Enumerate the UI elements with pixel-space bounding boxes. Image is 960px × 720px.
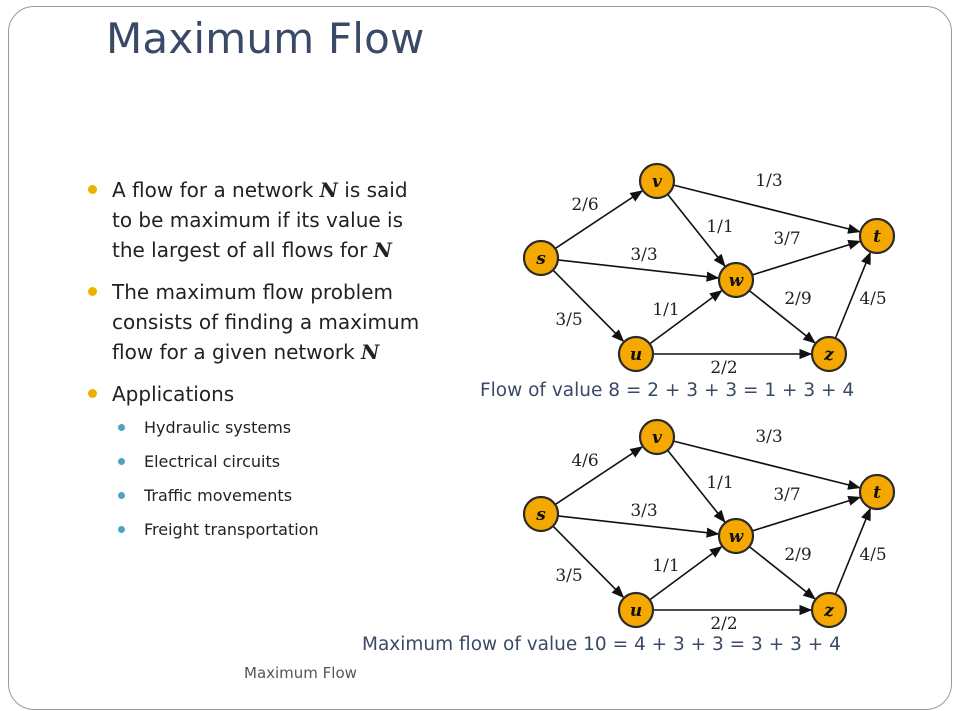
graph2-edge-vt	[673, 440, 861, 490]
graph2-node-u: u	[617, 591, 655, 629]
graph2-node-v: v	[638, 418, 676, 456]
graph2-edge-wz	[748, 545, 816, 600]
bullet-2: The maximum flow problem consists of fin…	[88, 277, 428, 367]
graph2-edge-label-uz: 2/2	[710, 614, 737, 634]
graph2-caption: Maximum flow of value 10 = 4 + 3 + 3 = 3…	[362, 634, 841, 655]
graph1-node-label-w: w	[729, 271, 745, 291]
bullet-3: Applications	[88, 379, 428, 409]
graph2-node-w: w	[717, 517, 755, 555]
graph2-edge-label-vt: 3/3	[755, 427, 782, 447]
graph2-node-label-v: v	[652, 428, 663, 448]
graph2-edge-zt	[834, 507, 871, 595]
graph2-edge-label-zt: 4/5	[859, 545, 886, 565]
graph1-edge-label-sv: 2/6	[571, 195, 598, 215]
graph2-node-z: z	[810, 591, 848, 629]
graph2-edge-label-sv: 4/6	[571, 451, 598, 471]
graph2-edge-su	[552, 525, 625, 599]
graph2-edge-label-vw: 1/1	[706, 473, 733, 493]
graph2-edge-label-uw: 1/1	[652, 556, 679, 576]
graph1-node-label-u: u	[630, 345, 642, 365]
slide-frame	[8, 6, 952, 710]
graph1-node-u: u	[617, 335, 655, 373]
bullet-dot	[88, 185, 97, 194]
application-item: Hydraulic systems	[118, 411, 428, 445]
graph1-edge-label-vw: 1/1	[706, 217, 733, 237]
bullet-dot	[88, 287, 97, 296]
sub-bullet-dot	[118, 526, 125, 533]
graph1-edge-zt	[834, 251, 871, 339]
graph1-edge-label-su: 3/5	[555, 310, 582, 330]
graph2-node-label-u: u	[630, 601, 642, 621]
graph1-node-label-z: z	[823, 345, 834, 365]
graph1-edge-vw	[666, 193, 726, 267]
graph2-edge-uw	[649, 545, 723, 601]
sub-bullet-dot	[118, 458, 125, 465]
graph1-edge-label-wt: 3/7	[773, 229, 800, 249]
graph2-node-t: t	[858, 473, 896, 511]
graph2-edge-label-wt: 3/7	[773, 485, 800, 505]
graph1-edge-su	[552, 269, 625, 343]
graph1-edge-wt	[751, 239, 862, 276]
graph2-edge-sv	[554, 446, 644, 506]
bullet-list: A flow for a network N is said to be max…	[88, 175, 428, 547]
graph1-node-w: w	[717, 261, 755, 299]
graph2-edge-label-su: 3/5	[555, 566, 582, 586]
graph1-edge-label-vt: 1/3	[755, 171, 782, 191]
graph1-edge-sw	[557, 259, 720, 282]
graph2-edge-wt	[751, 495, 862, 532]
graph1-edge-uw	[649, 289, 723, 345]
graph1-edge-label-uw: 1/1	[652, 300, 679, 320]
application-item: Traffic movements	[118, 479, 428, 513]
application-item: Electrical circuits	[118, 445, 428, 479]
graph2-edge-vw	[666, 449, 726, 523]
graph2-node-label-t: t	[873, 483, 881, 503]
graph2-node-s: s	[522, 495, 560, 533]
graph1-node-s: s	[522, 239, 560, 277]
graph2-edge-label-wz: 2/9	[784, 545, 811, 565]
bullet-1: A flow for a network N is said to be max…	[88, 175, 428, 265]
graph1-edge-vt	[673, 184, 861, 234]
page-title: Maximum Flow	[106, 14, 425, 63]
graph1-node-v: v	[638, 162, 676, 200]
sub-bullet-dot	[118, 492, 125, 499]
graph2-network: 4/6 3/3 3/5 3/3 1/1 3/7 1/1 2/9 4/5 2/2 v s w t u z	[522, 418, 896, 634]
graph1-edge-label-wz: 2/9	[784, 289, 811, 309]
graph1-edge-sv	[554, 190, 644, 250]
footer-text: Maximum Flow	[244, 664, 357, 682]
graph1-node-label-t: t	[873, 227, 881, 247]
graph2-node-label-w: w	[729, 527, 745, 547]
application-item: Freight transportation	[118, 513, 428, 547]
sub-bullet-dot	[118, 424, 125, 431]
graph2-edge-sw	[557, 515, 720, 538]
graph1-node-z: z	[810, 335, 848, 373]
graph1-caption: Flow of value 8 = 2 + 3 + 3 = 1 + 3 + 4	[480, 380, 855, 401]
graph1-node-label-v: v	[652, 172, 663, 192]
graph1-network: 2/6 3/3 3/5 1/3 1/1 3/7 1/1 2/9 4/5 2/2 v s w t u z	[522, 162, 896, 378]
graph1-edge-wz	[748, 289, 816, 344]
graph1-node-t: t	[858, 217, 896, 255]
bullet-dot	[88, 389, 97, 398]
graph1-edge-label-uz: 2/2	[710, 358, 737, 378]
graph1-edge-label-sw: 3/3	[630, 245, 657, 265]
graph1-node-label-s: s	[535, 249, 546, 269]
graph2-node-label-z: z	[823, 601, 834, 621]
graph1-edge-label-zt: 4/5	[859, 289, 886, 309]
graph2-edge-label-sw: 3/3	[630, 501, 657, 521]
graph2-node-label-s: s	[535, 505, 546, 525]
